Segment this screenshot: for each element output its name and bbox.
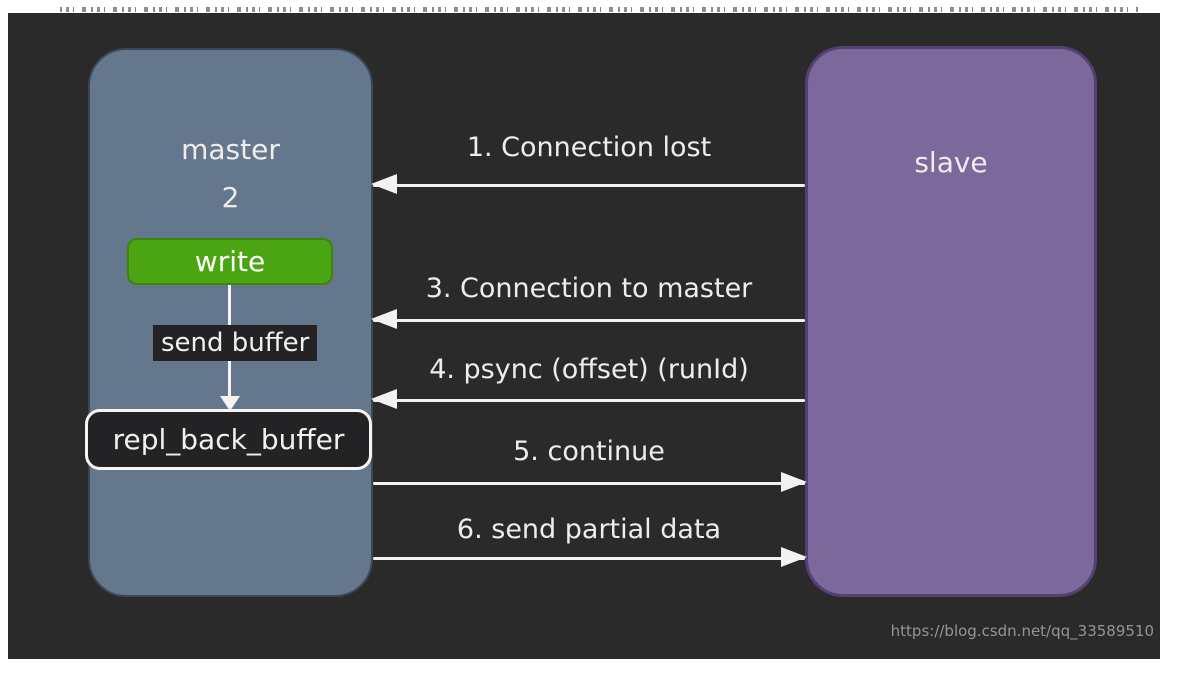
right-arrowhead-icon: [781, 472, 807, 492]
arrow-line: [373, 557, 805, 560]
arrow-line: [373, 399, 805, 402]
arrow-label: 4. psync (offset) (runId): [429, 354, 749, 385]
arrow-line: [373, 482, 805, 485]
arrow-label: 5. continue: [513, 436, 665, 467]
down-arrowhead-icon: [220, 396, 240, 411]
left-arrowhead-icon: [371, 389, 397, 409]
right-arrowhead-icon: [781, 547, 807, 567]
watermark-url: https://blog.csdn.net/qq_33589510: [890, 622, 1154, 640]
send-buffer-label: send buffer: [153, 325, 318, 361]
arrow-label: 1. Connection lost: [466, 132, 712, 163]
write-box: write: [127, 238, 333, 285]
left-arrowhead-icon: [371, 309, 397, 329]
left-arrowhead-icon: [371, 174, 397, 194]
arrow-line: [373, 184, 805, 187]
master-node: master 2 write send buffer repl_back_buf…: [85, 48, 373, 597]
slave-title: slave: [914, 146, 988, 179]
write-to-sendbuffer-connector: [228, 285, 231, 325]
master-counter: 2: [221, 181, 240, 214]
arrow-label: 6. send partial data: [456, 514, 722, 545]
arrow-line: [373, 319, 805, 322]
master-title: master: [181, 133, 280, 166]
clipped-text-top: [60, 7, 1138, 12]
slave-node: slave: [805, 46, 1097, 597]
diagram-canvas: master 2 write send buffer repl_back_buf…: [8, 13, 1160, 659]
repl-back-buffer-box: repl_back_buffer: [85, 409, 372, 470]
arrow-label: 3. Connection to master: [425, 273, 753, 304]
sendbuffer-to-repl-connector: [228, 361, 231, 398]
